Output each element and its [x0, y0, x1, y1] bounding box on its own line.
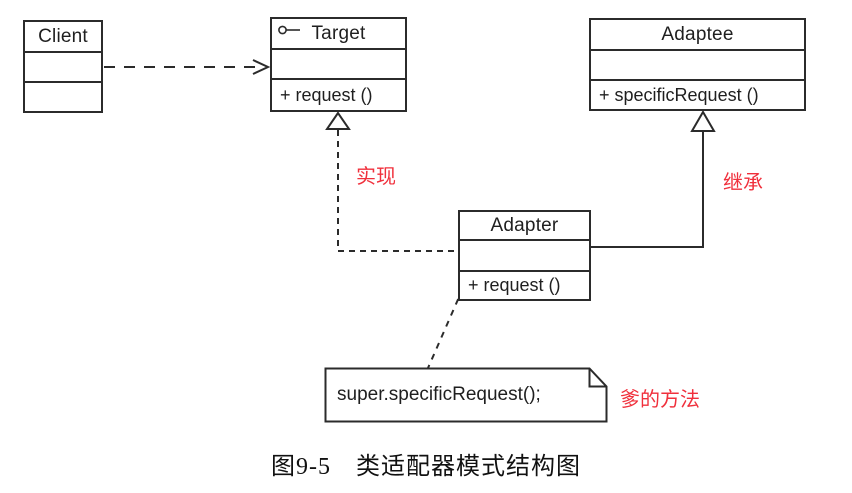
class-methods-adapter: + request () [468, 275, 561, 295]
uml-note-text: super.specificRequest(); [337, 384, 541, 405]
realization-label: 实现 [356, 166, 396, 188]
realization-connector [325, 111, 456, 252]
note-shape [324, 367, 608, 423]
generalization-connector [591, 110, 716, 248]
class-box-adaptee: Adaptee + specificRequest () [589, 18, 806, 111]
class-box-target: Target + request () [270, 17, 407, 112]
class-attributes-target [272, 50, 405, 80]
figure-caption: 图9-5 类适配器模式结构图 [271, 454, 581, 480]
class-methods-target: + request () [280, 84, 373, 105]
class-attributes-client [25, 53, 101, 83]
interface-lollipop-icon [277, 24, 303, 36]
note-anchor-line [427, 287, 464, 369]
class-box-adapter: Adapter + request () [458, 210, 591, 301]
class-box-client: Client [23, 20, 103, 113]
class-name-adaptee: Adaptee [591, 20, 804, 51]
note-comment-label: 爹的方法 [620, 389, 700, 411]
class-methods-adaptee: + specificRequest () [599, 84, 759, 105]
class-name-client: Client [25, 22, 101, 53]
inheritance-label: 继承 [723, 172, 763, 194]
class-methods-client [25, 83, 101, 111]
class-attributes-adaptee [591, 51, 804, 81]
class-attributes-adapter [460, 241, 589, 272]
class-name-target: Target [311, 22, 366, 44]
class-name-adapter: Adapter [460, 212, 589, 241]
dependency-arrow [104, 59, 271, 75]
